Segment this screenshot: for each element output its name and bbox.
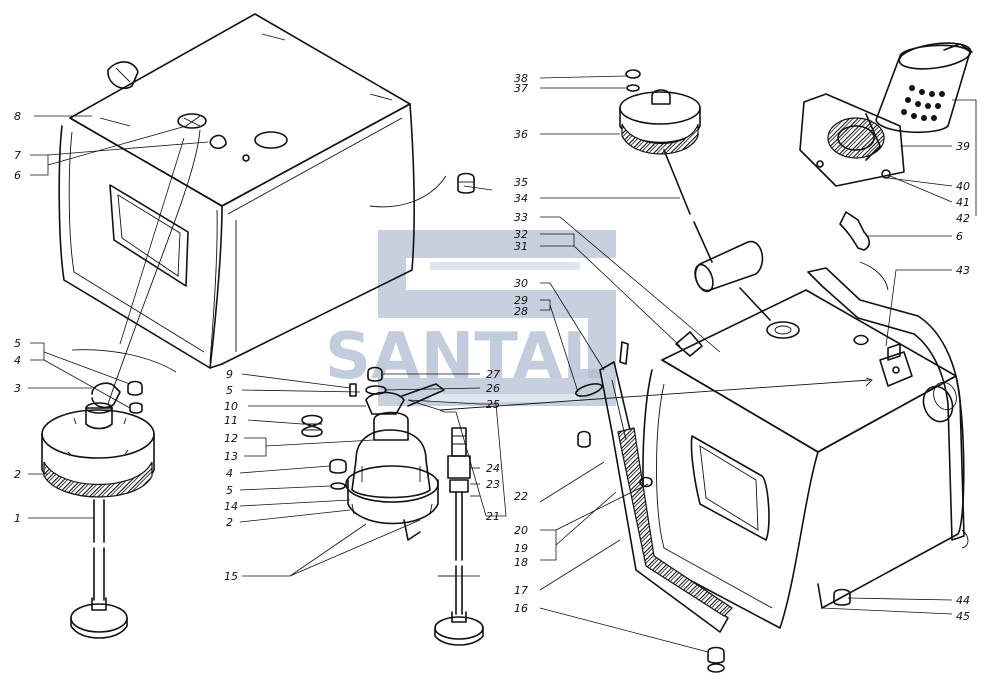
watermark-text: SANTAL: [325, 320, 603, 394]
label-21: 21: [486, 510, 500, 523]
label-28: 28: [514, 305, 528, 318]
label-1: 1: [14, 512, 21, 525]
fuel-sender-left: [41, 380, 155, 639]
label-2-center: 2: [226, 516, 233, 529]
label-26: 26: [486, 382, 500, 395]
label-38: 38: [514, 72, 528, 85]
label-42: 42: [956, 212, 970, 225]
label-4-center: 4: [226, 467, 233, 480]
label-5-lower: 5: [226, 484, 233, 497]
label-6-right: 6: [956, 230, 963, 243]
label-30: 30: [514, 277, 528, 290]
float-assembly: [619, 69, 771, 321]
filler-neck-assembly: [799, 42, 973, 251]
filter-holes: [901, 85, 945, 121]
label-23: 23: [486, 478, 500, 491]
label-6: 6: [14, 169, 21, 182]
label-12: 12: [224, 432, 238, 445]
label-24: 24: [486, 462, 500, 475]
fuel-tap-assembly: [301, 366, 445, 541]
label-13: 13: [224, 450, 238, 463]
fuel-tank-upper: [58, 13, 415, 369]
label-34: 34: [514, 192, 528, 205]
label-45: 45: [956, 610, 970, 623]
label-9: 9: [226, 368, 233, 381]
label-16: 16: [514, 602, 528, 615]
label-36: 36: [514, 128, 528, 141]
label-20: 20: [514, 524, 528, 537]
label-5: 5: [14, 337, 21, 350]
label-22: 22: [514, 490, 528, 503]
label-4: 4: [14, 354, 21, 367]
label-11: 11: [224, 414, 238, 427]
label-7: 7: [14, 149, 21, 162]
label-32: 32: [514, 228, 528, 241]
fuel-tank-lower: [575, 267, 969, 673]
label-43: 43: [956, 264, 970, 277]
drain-plug-35: [457, 172, 475, 194]
label-18: 18: [514, 556, 528, 569]
label-15: 15: [224, 570, 238, 583]
label-2: 2: [14, 468, 21, 481]
label-41: 41: [956, 196, 970, 209]
label-37: 37: [514, 82, 528, 95]
label-35: 35: [514, 176, 528, 189]
label-33: 33: [514, 211, 528, 224]
label-31: 31: [514, 240, 528, 253]
label-17: 17: [514, 584, 528, 597]
label-10: 10: [224, 400, 238, 413]
leader-lines: [28, 75, 977, 653]
label-44: 44: [956, 594, 970, 607]
label-40: 40: [956, 180, 970, 193]
label-14: 14: [224, 500, 238, 513]
label-29: 29: [514, 294, 528, 307]
label-39: 39: [956, 140, 970, 153]
label-5-center: 5: [226, 384, 233, 397]
level-sensor-center: [434, 427, 484, 646]
label-8: 8: [14, 110, 21, 123]
label-3: 3: [14, 382, 21, 395]
part-labels: 8 7 6 5 4 3 2 1 9 5 10 11 12 13 4 5 14 2…: [14, 72, 970, 623]
label-25: 25: [486, 398, 500, 411]
label-27: 27: [486, 368, 500, 381]
label-19: 19: [514, 542, 528, 555]
